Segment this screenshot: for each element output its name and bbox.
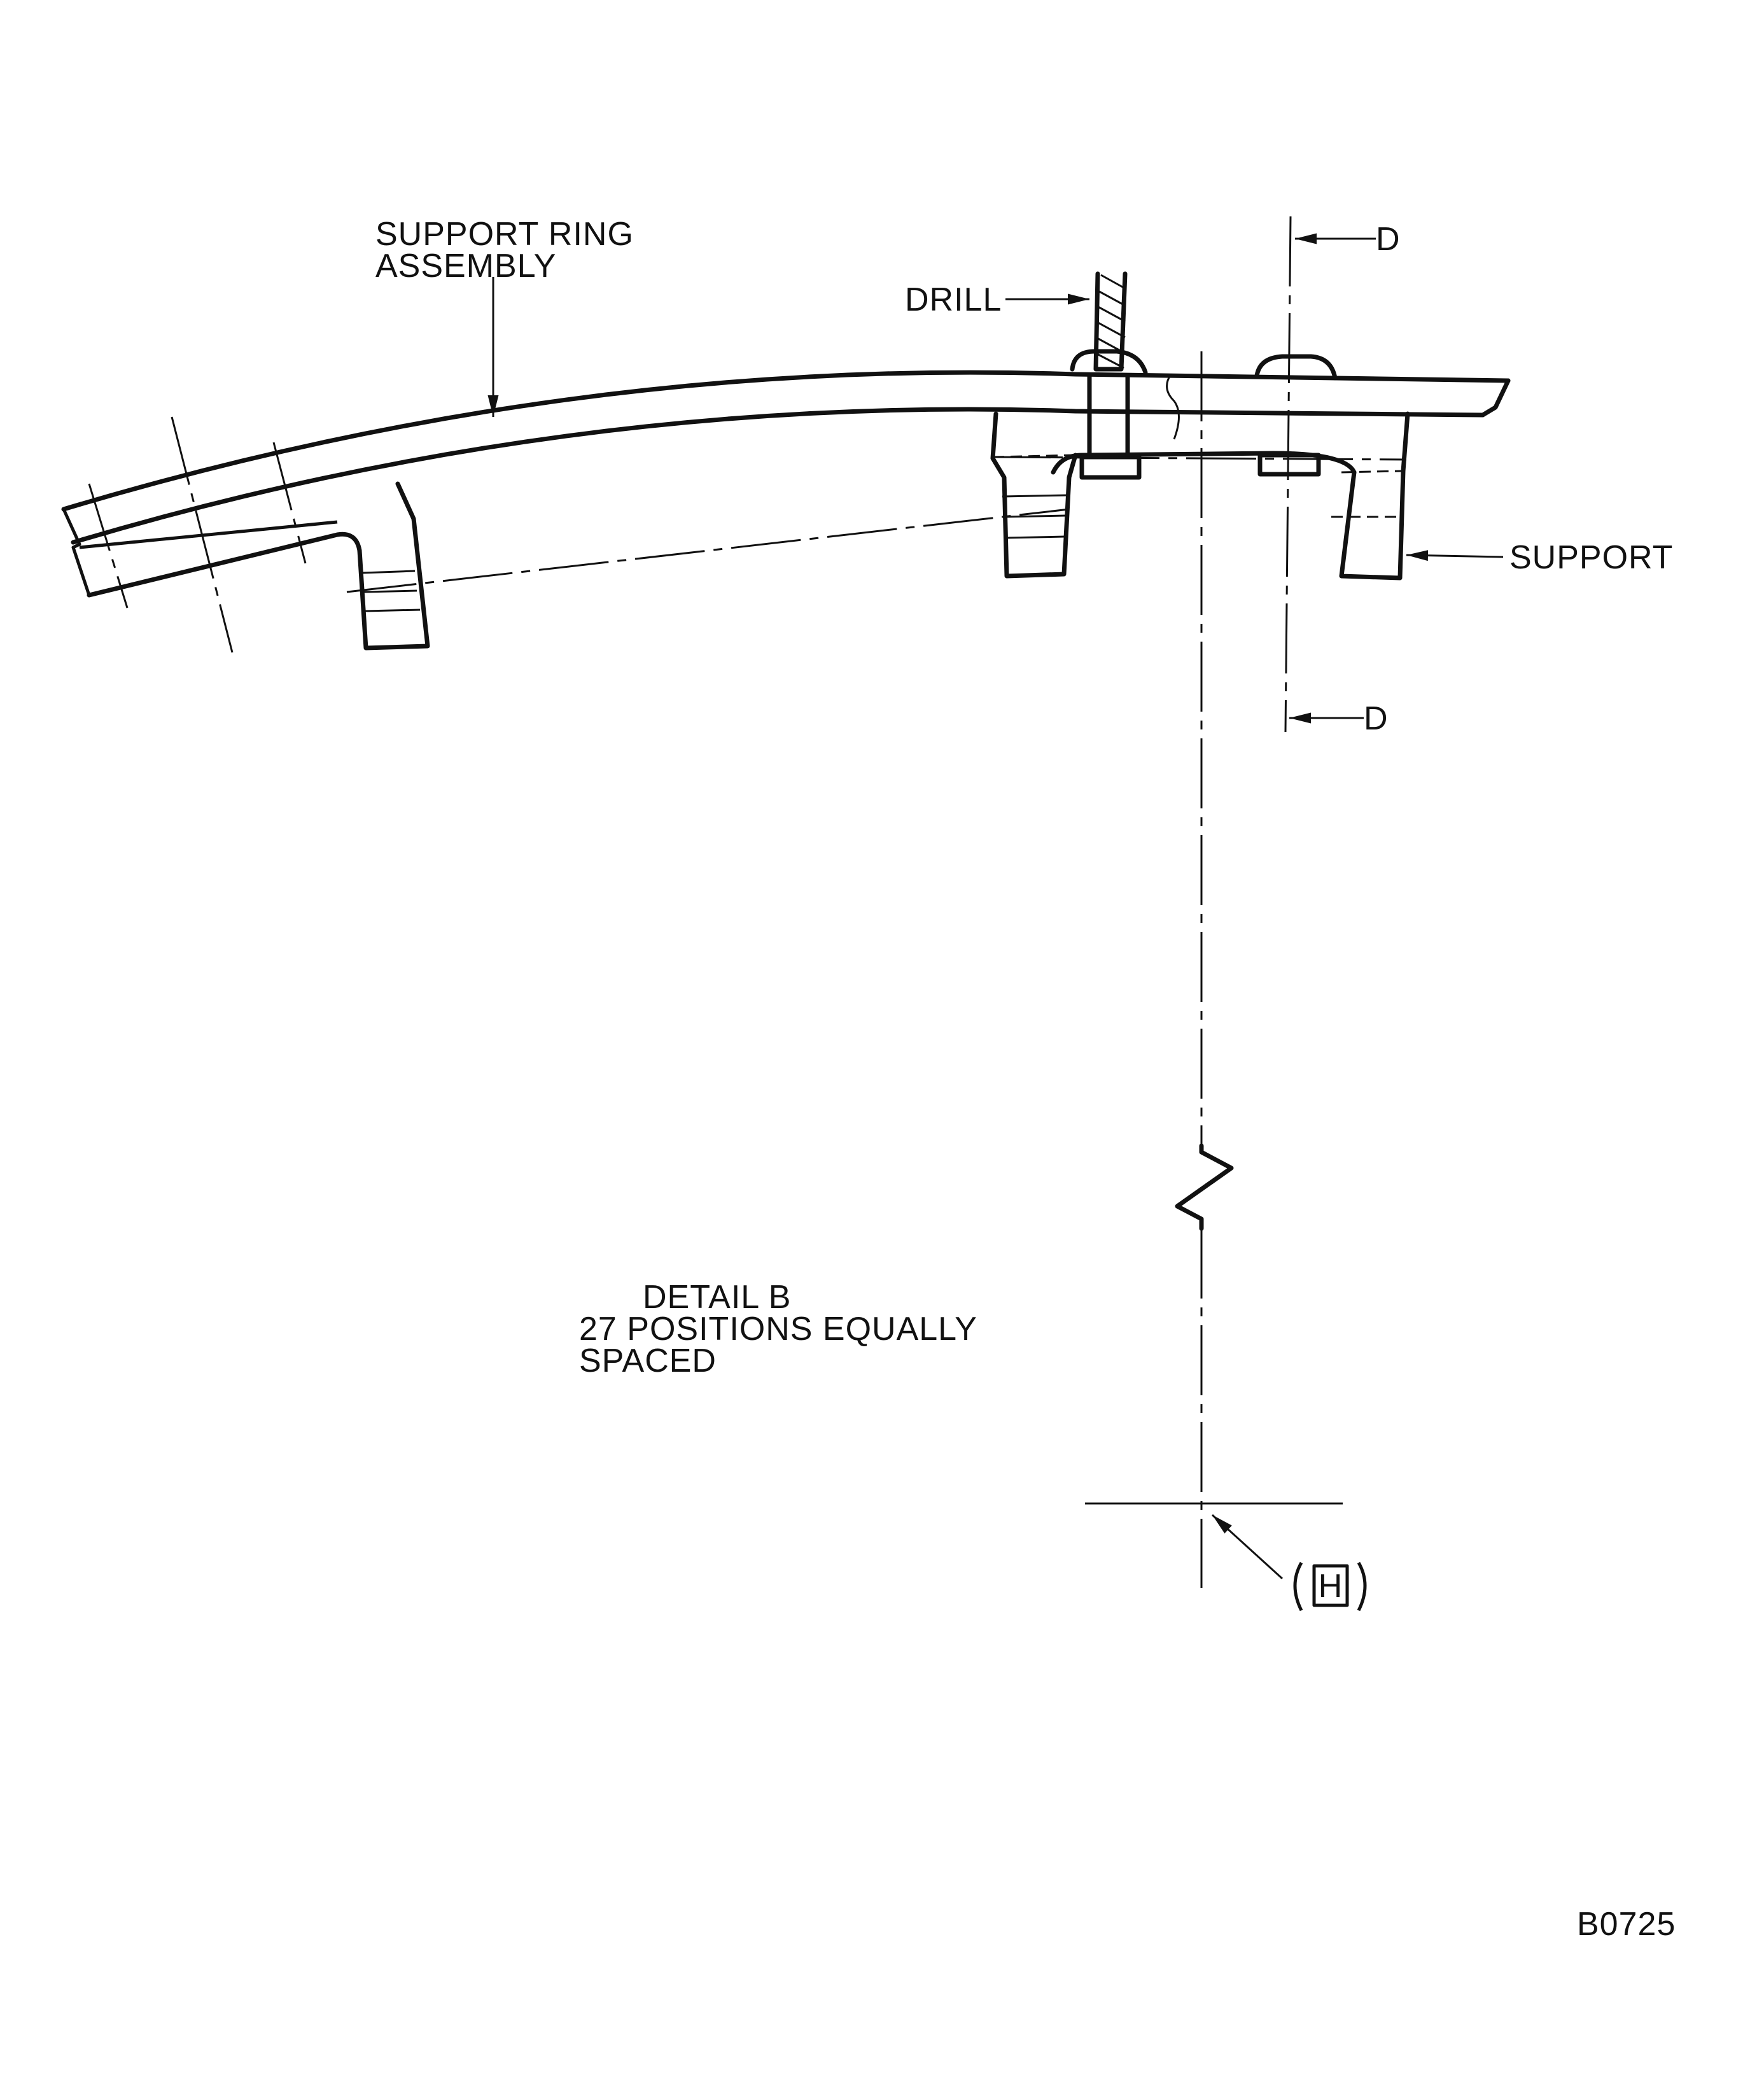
centerlines (88, 216, 1407, 1588)
support-ring-label-line2: ASSEMBLY (375, 248, 556, 285)
support-ring (61, 370, 1511, 598)
datum-symbol-h: H (1293, 1561, 1367, 1612)
detail-label-line2: 27 POSITIONS EQUALLY (579, 1311, 977, 1348)
section-d-bottom-label: D (1364, 700, 1389, 737)
support-ring-label-line1: SUPPORT RING (375, 216, 634, 253)
right-support (1331, 411, 1410, 581)
support-label: SUPPORT (1509, 539, 1673, 576)
left-support (357, 481, 430, 651)
drill-label: DRILL (905, 281, 1002, 318)
middle-support (990, 411, 1357, 579)
detail-label-line3: SPACED (579, 1342, 717, 1379)
datum-label: H (1319, 1568, 1343, 1605)
section-d-top-label: D (1376, 221, 1401, 258)
ring-break-line (1166, 374, 1180, 440)
leaders (487, 233, 1504, 1580)
drill-bit (1093, 271, 1128, 372)
drawing-number: B0725 (1577, 1906, 1676, 1943)
detail-label-line1: DETAIL B (643, 1279, 791, 1316)
rivets (1070, 349, 1338, 480)
